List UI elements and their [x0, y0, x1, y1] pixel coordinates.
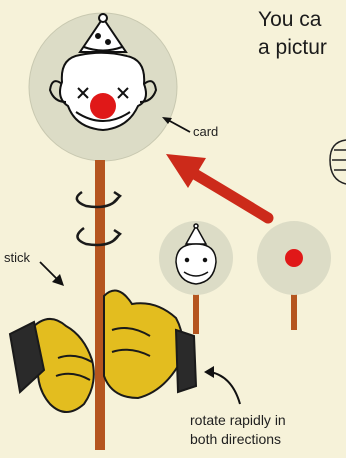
card-label: card: [193, 124, 218, 139]
clown-nose-icon: [90, 93, 116, 119]
headline: You ca a pictur: [258, 6, 346, 62]
rotate-label: rotate rapidly in both directions: [190, 411, 286, 449]
small-dot-card: [257, 221, 331, 330]
cage-sketch-icon: [330, 140, 346, 184]
rotate-pointer-head: [204, 366, 214, 378]
card-pointer-arrow: [168, 120, 190, 132]
stick-label: stick: [4, 250, 30, 265]
rotate-pointer-arrow: [210, 372, 240, 404]
red-combine-arrow-icon: [166, 154, 268, 218]
rotate-label-line-1: rotate rapidly in: [190, 411, 286, 430]
headline-line-1: You ca: [258, 6, 346, 34]
rotate-label-line-2: both directions: [190, 430, 286, 449]
headline-line-2: a pictur: [258, 34, 346, 62]
